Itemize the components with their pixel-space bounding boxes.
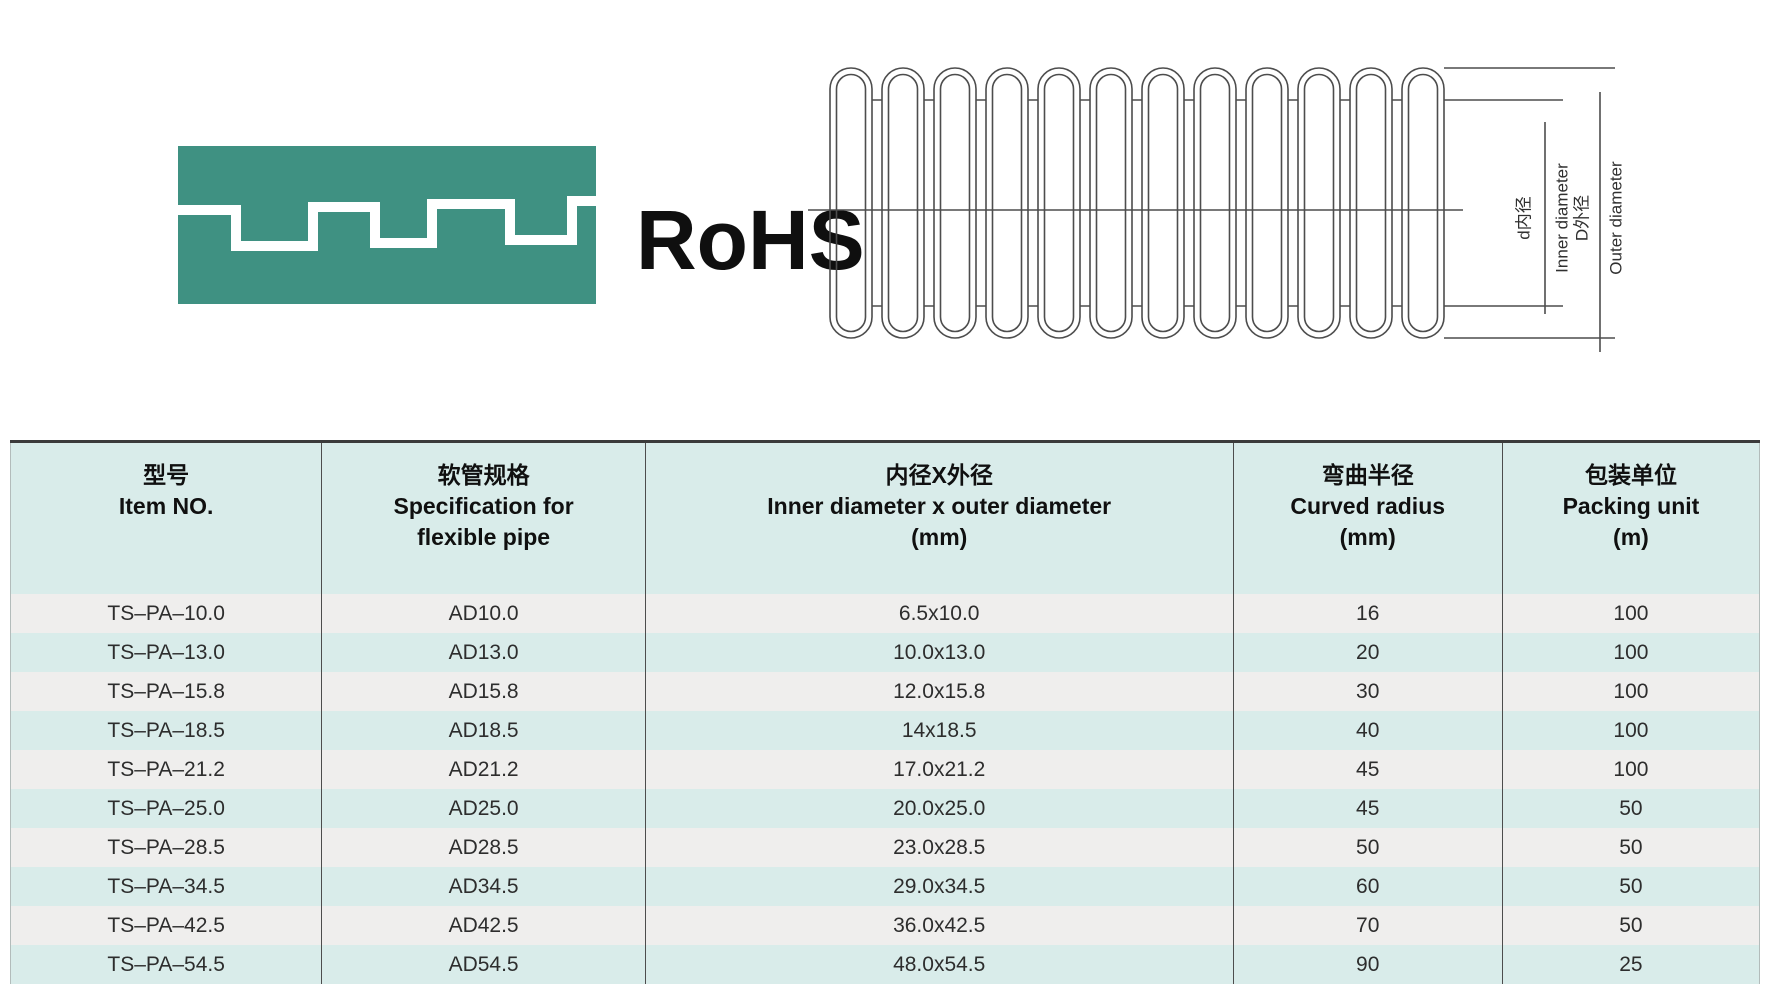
cell-spec: AD21.2 (321, 749, 646, 789)
cell-item-no: TS–PA–42.5 (10, 905, 322, 945)
header-unit: (mm) (1339, 524, 1396, 550)
cell-diameter: 23.0x28.5 (644, 827, 1234, 867)
cell-packing: 50 (1501, 788, 1760, 828)
header-cn: 弯曲半径 (1321, 462, 1414, 488)
cell-diameter: 48.0x54.5 (644, 944, 1234, 984)
table-row: TS–PA–42.5 AD42.5 36.0x42.5 70 50 (10, 905, 1760, 945)
spec-table: 型号 Item NO. 软管规格 Specification for flexi… (10, 440, 1760, 984)
table-row: TS–PA–21.2 AD21.2 17.0x21.2 45 100 (10, 749, 1760, 789)
table-row: TS–PA–15.8 AD15.8 12.0x15.8 30 100 (10, 671, 1760, 711)
cell-radius: 20 (1232, 632, 1503, 672)
cell-radius: 16 (1232, 593, 1503, 633)
cell-spec: AD25.0 (321, 788, 646, 828)
outer-diameter-label-en: Outer diameter (1606, 161, 1625, 275)
table-row: TS–PA–34.5 AD34.5 29.0x34.5 60 50 (10, 866, 1760, 906)
header-unit: (mm) (911, 524, 968, 550)
cell-spec: AD15.8 (321, 671, 646, 711)
header-cn: 内径X外径 (885, 462, 993, 488)
header-cn: 软管规格 (437, 462, 530, 488)
outer-diameter-label-cn: D外径 (1572, 195, 1591, 241)
table-row: TS–PA–10.0 AD10.0 6.5x10.0 16 100 (10, 593, 1760, 633)
cell-packing: 50 (1501, 866, 1760, 906)
table-row: TS–PA–18.5 AD18.5 14x18.5 40 100 (10, 710, 1760, 750)
cell-item-no: TS–PA–13.0 (10, 632, 322, 672)
brand-logo (178, 146, 596, 304)
header-en: flexible pipe (417, 524, 551, 550)
header-cn: 型号 (143, 462, 190, 488)
table-row: TS–PA–54.5 AD54.5 48.0x54.5 90 25 (10, 944, 1760, 984)
header-en: Packing unit (1562, 493, 1700, 519)
cell-diameter: 6.5x10.0 (644, 593, 1234, 633)
cell-spec: AD13.0 (321, 632, 646, 672)
cell-radius: 70 (1232, 905, 1503, 945)
cell-packing: 100 (1501, 671, 1760, 711)
cell-radius: 45 (1232, 749, 1503, 789)
cell-packing: 50 (1501, 905, 1760, 945)
cell-radius: 90 (1232, 944, 1503, 984)
column-header-curved-radius: 弯曲半径 Curved radius (mm) (1232, 441, 1503, 594)
inner-diameter-label-en: Inner diameter (1552, 163, 1571, 273)
cell-item-no: TS–PA–21.2 (10, 749, 322, 789)
cell-spec: AD18.5 (321, 710, 646, 750)
cell-spec: AD34.5 (321, 866, 646, 906)
column-header-item-no: 型号 Item NO. (10, 441, 322, 594)
inner-diameter-label-cn: d内径 (1514, 196, 1533, 239)
cell-diameter: 14x18.5 (644, 710, 1234, 750)
pipe-diagram: d内径 Inner diameter D外径 Outer diameter (808, 67, 1625, 352)
cell-item-no: TS–PA–34.5 (10, 866, 322, 906)
column-header-packing-unit: 包装单位 Packing unit (m) (1501, 441, 1760, 594)
cell-radius: 60 (1232, 866, 1503, 906)
cell-radius: 30 (1232, 671, 1503, 711)
cell-spec: AD28.5 (321, 827, 646, 867)
cell-spec: AD54.5 (321, 944, 646, 984)
cell-radius: 50 (1232, 827, 1503, 867)
table-row: TS–PA–13.0 AD13.0 10.0x13.0 20 100 (10, 632, 1760, 672)
header-en: Inner diameter x outer diameter (767, 493, 1112, 519)
cell-packing: 100 (1501, 749, 1760, 789)
table-row: TS–PA–28.5 AD28.5 23.0x28.5 50 50 (10, 827, 1760, 867)
cell-item-no: TS–PA–28.5 (10, 827, 322, 867)
cell-diameter: 20.0x25.0 (644, 788, 1234, 828)
cell-radius: 45 (1232, 788, 1503, 828)
cell-diameter: 10.0x13.0 (644, 632, 1234, 672)
table-row: TS–PA–25.0 AD25.0 20.0x25.0 45 50 (10, 788, 1760, 828)
header-en: Specification for (393, 493, 574, 519)
column-header-specification: 软管规格 Specification for flexible pipe (321, 441, 646, 594)
cell-spec: AD42.5 (321, 905, 646, 945)
header-en: Item NO. (118, 493, 214, 519)
cell-spec: AD10.0 (321, 593, 646, 633)
logo-background (178, 146, 596, 304)
column-header-inner-outer-diameter: 内径X外径 Inner diameter x outer diameter (m… (644, 441, 1234, 594)
cell-diameter: 12.0x15.8 (644, 671, 1234, 711)
cell-item-no: TS–PA–18.5 (10, 710, 322, 750)
header-unit: (m) (1613, 524, 1649, 550)
pipe-ribs (829, 67, 1445, 339)
cell-diameter: 29.0x34.5 (644, 866, 1234, 906)
cell-diameter: 17.0x21.2 (644, 749, 1234, 789)
cell-packing: 100 (1501, 710, 1760, 750)
logo-corrugation-line-icon (178, 196, 596, 251)
cell-radius: 40 (1232, 710, 1503, 750)
cell-packing: 25 (1501, 944, 1760, 984)
table-header-row: 型号 Item NO. 软管规格 Specification for flexi… (10, 441, 1760, 594)
header-en: Curved radius (1290, 493, 1446, 519)
rohs-label: RoHS (636, 193, 865, 287)
cell-packing: 50 (1501, 827, 1760, 867)
cell-packing: 100 (1501, 632, 1760, 672)
header-cn: 包装单位 (1584, 462, 1677, 488)
cell-item-no: TS–PA–15.8 (10, 671, 322, 711)
cell-item-no: TS–PA–54.5 (10, 944, 322, 984)
cell-diameter: 36.0x42.5 (644, 905, 1234, 945)
cell-item-no: TS–PA–10.0 (10, 593, 322, 633)
cell-item-no: TS–PA–25.0 (10, 788, 322, 828)
cell-packing: 100 (1501, 593, 1760, 633)
